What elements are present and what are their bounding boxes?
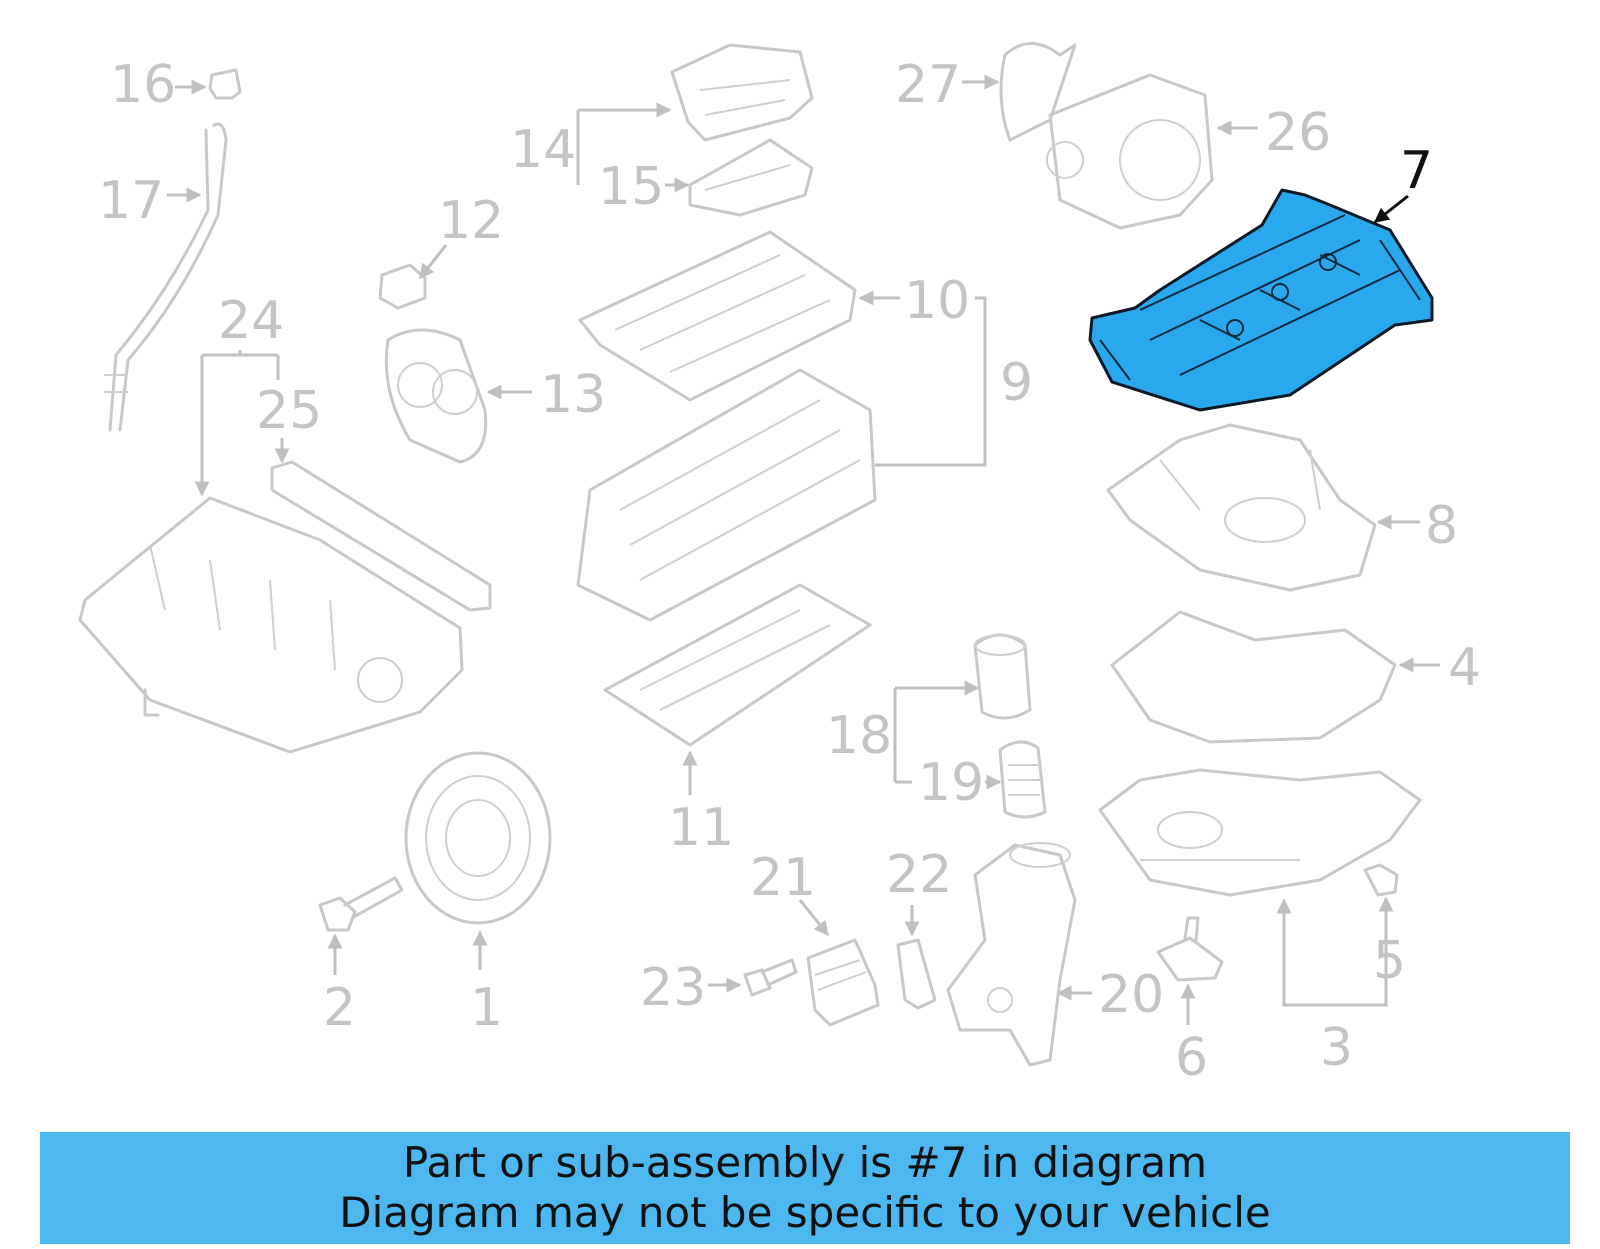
valve-cover-part [578,230,857,402]
crankshaft-pulley-part [404,751,552,925]
callout-6: 6 [1175,1028,1208,1088]
info-banner: Part or sub-assembly is #7 in diagram Di… [40,1132,1570,1244]
water-pump-gasket-part [999,42,1077,142]
callout-23: 23 [640,958,706,1018]
highlighted-part-7 [1088,188,1434,412]
cover-gasket-part [688,138,814,217]
callout-15: 15 [598,157,664,217]
callout-18: 18 [826,706,892,766]
head-gasket-part [603,583,872,747]
callout-2: 2 [323,978,356,1038]
callout-21: 21 [750,848,816,908]
cooler-gasket-part [896,938,937,1010]
oil-filler-cap-part [378,263,427,310]
callout-20: 20 [1098,965,1164,1025]
drain-plug-part [1363,863,1399,897]
oil-pan-gasket-part [1110,610,1397,744]
cylinder-head-part [576,368,877,622]
lower-oil-pan-part [1098,768,1422,897]
manifold-gasket-part [270,460,492,612]
callout-5: 5 [1373,931,1406,991]
banner-line-2: Diagram may not be specific to your vehi… [339,1188,1271,1237]
callout-11: 11 [668,798,734,858]
upper-oil-pan-part [1106,423,1377,592]
parts-diagram: 16 17 12 13 14 15 27 26 10 [78,42,1481,1088]
intake-manifold-part [78,496,464,754]
oil-filter-part [973,633,1032,720]
oil-level-sensor-part [1156,916,1224,982]
callout-25: 25 [256,381,322,441]
callout-12: 12 [438,191,504,251]
pulley-bolt-part [318,876,404,932]
callout-7: 7 [1400,141,1433,201]
callout-8: 8 [1425,496,1458,556]
callout-4: 4 [1448,638,1481,698]
dipstick-cap-part [208,68,242,100]
callout-27: 27 [895,55,961,115]
callout-14: 14 [510,120,576,180]
callout-3: 3 [1320,1018,1353,1078]
dipstick-tube-part [104,122,228,432]
timing-cover-part [384,328,488,464]
callout-17: 17 [98,171,164,231]
callout-26: 26 [1265,103,1331,163]
oil-cooler-part [806,938,880,1027]
oil-pump-housing-part [946,842,1077,1067]
callout-10: 10 [904,271,970,331]
filter-element-part [998,740,1047,819]
water-pump-part [1046,73,1214,230]
callout-19: 19 [918,753,984,813]
cooler-bolt-part [743,958,798,997]
callout-22: 22 [886,845,952,905]
callout-16: 16 [110,55,176,115]
upper-cover-part [670,43,814,142]
callout-1: 1 [470,978,503,1038]
banner-line-1: Part or sub-assembly is #7 in diagram [402,1138,1208,1187]
callout-13: 13 [540,365,606,425]
callout-9: 9 [1000,353,1033,413]
callout-24: 24 [218,291,284,351]
